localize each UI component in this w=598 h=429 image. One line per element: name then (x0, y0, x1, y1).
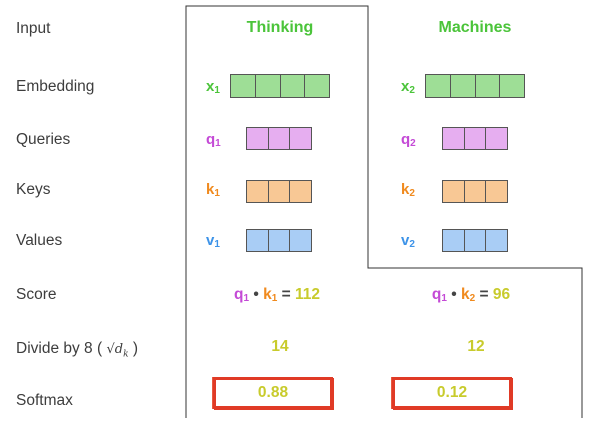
key-vector-1 (246, 180, 312, 203)
embedding-vector-1 (230, 74, 330, 98)
word-heading-machines: Machines (438, 19, 512, 36)
score-expression-1: q1 • k1 = 112 (234, 286, 320, 304)
row-label-values: Values (16, 232, 63, 249)
softmax-box-1: 0.88 (213, 377, 333, 409)
row-label-input: Input (16, 20, 51, 37)
embedding-symbol-2: x2 (401, 78, 415, 96)
query-vector-2 (442, 127, 508, 150)
score-expression-2: q1 • k2 = 96 (431, 286, 511, 304)
row-label-embedding: Embedding (16, 78, 95, 95)
query-symbol-2: q2 (401, 131, 416, 149)
query-symbol-1: q1 (206, 131, 221, 149)
value-symbol-1: v1 (206, 232, 220, 250)
value-vector-1 (246, 229, 312, 252)
row-label-softmax: Softmax (16, 392, 73, 409)
embedding-symbol-1: x1 (206, 78, 220, 96)
embedding-vector-2 (425, 74, 525, 98)
value-vector-2 (442, 229, 508, 252)
key-vector-2 (442, 180, 508, 203)
value-symbol-2: v2 (401, 232, 415, 250)
row-label-keys: Keys (16, 181, 51, 198)
divided-score-2: 12 (467, 338, 485, 355)
key-symbol-1: k1 (206, 181, 220, 199)
divided-score-1: 14 (271, 338, 289, 355)
softmax-box-2: 0.12 (392, 377, 512, 409)
row-label-score: Score (16, 286, 57, 303)
row-label-divide: Divide by 8 ( √dk ) (16, 340, 139, 360)
key-symbol-2: k2 (401, 181, 415, 199)
row-label-queries: Queries (16, 131, 71, 148)
query-vector-1 (246, 127, 312, 150)
softmax-value-1: 0.88 (257, 384, 289, 401)
softmax-value-2: 0.12 (436, 384, 468, 401)
word-heading-thinking: Thinking (246, 19, 314, 36)
